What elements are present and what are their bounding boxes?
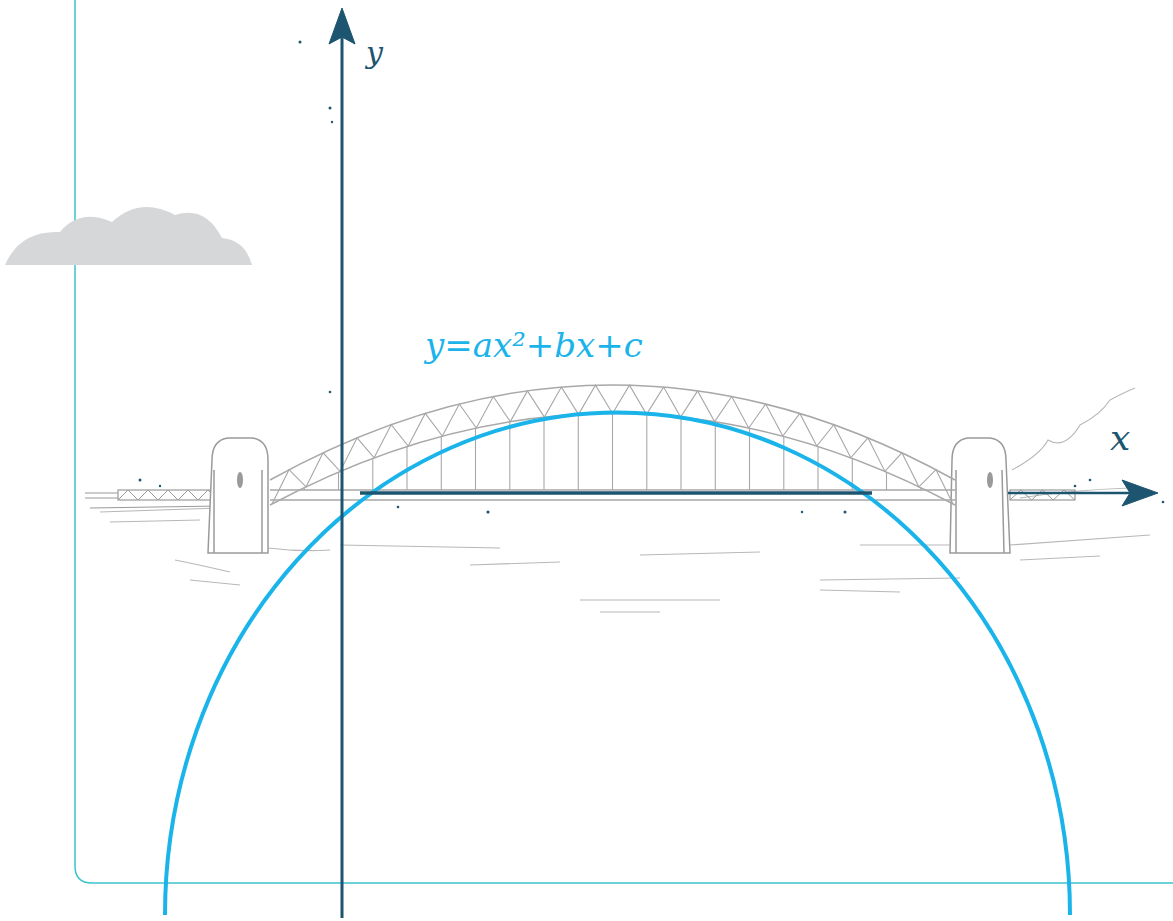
hanger bbox=[338, 472, 339, 490]
cloud bbox=[5, 207, 252, 265]
hanger bbox=[886, 472, 887, 490]
hanger bbox=[509, 422, 510, 490]
axis-label: x bbox=[1110, 420, 1130, 456]
parabola-curve bbox=[165, 412, 1070, 915]
hanger bbox=[441, 436, 442, 490]
hanger bbox=[304, 488, 305, 490]
hanger bbox=[817, 446, 818, 490]
hanger bbox=[783, 436, 784, 490]
hanger bbox=[646, 414, 647, 490]
hanger bbox=[612, 414, 613, 491]
hanger bbox=[543, 417, 544, 490]
hanger bbox=[372, 458, 373, 490]
hanger bbox=[920, 488, 921, 490]
equation-label: y=ax²+bx+c bbox=[425, 328, 643, 362]
axes bbox=[329, 8, 1158, 918]
dots bbox=[139, 41, 1165, 514]
hanger bbox=[749, 428, 750, 490]
hanger bbox=[680, 417, 681, 490]
hanger bbox=[715, 422, 716, 490]
pylon bbox=[208, 438, 1010, 553]
frame-border bbox=[75, 0, 1173, 883]
axis-label: y bbox=[366, 38, 383, 68]
hanger bbox=[578, 414, 579, 490]
